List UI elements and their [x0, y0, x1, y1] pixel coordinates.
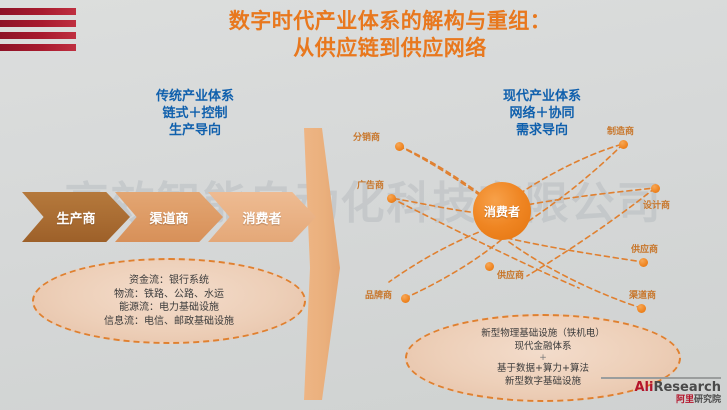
node-manufacturer: [619, 140, 628, 149]
right-column-heading: 现代产业体系 网络＋协同 需求导向: [452, 88, 632, 139]
decorative-bar: [0, 44, 76, 51]
left-infrastructure-ellipse: 资金流：银行系统 物流：铁路、公路、水运 能源流：电力基础设施 信息流：电信、邮…: [32, 258, 306, 344]
left-heading-line-3: 生产导向: [168, 123, 221, 138]
right-ellipse-line-5: 新型数字基础设施: [504, 375, 581, 387]
hub-label: 消费者: [483, 204, 520, 219]
title-line-1: 数字时代产业体系的解构与重组：: [228, 9, 552, 33]
node-label-advertiser: 广告商: [357, 181, 385, 191]
slide-title: 数字时代产业体系的解构与重组： 从供应链到供应网络: [110, 8, 670, 62]
decorative-bar: [0, 8, 76, 15]
logo-ali-text: Ali: [634, 380, 654, 395]
right-heading-line-1: 现代产业体系: [502, 89, 581, 104]
right-heading-line-2: 网络＋协同: [509, 106, 575, 121]
left-ellipse-line-1: 资金流：银行系统: [129, 275, 209, 286]
left-heading-line-2: 链式＋控制: [162, 106, 228, 121]
node-brand: [401, 294, 410, 303]
left-heading-line-1: 传统产业体系: [155, 89, 234, 104]
left-ellipse-line-3: 能源流：电力基础设施: [119, 302, 219, 313]
left-ellipse-line-4: 信息流：电信、邮政基础设施: [104, 315, 234, 327]
supply-chain-chevrons: 生产商 渠道商 消费者: [22, 192, 316, 242]
node-label-channel: 渠道商: [629, 291, 657, 301]
node-designer: [651, 184, 660, 193]
supply-network-graph: 消费者 分销商 制造商 广告商 设计商 供应商 供应商 渠道商 品牌商: [353, 122, 685, 322]
node-label-manufacturer: 制造商: [607, 127, 635, 137]
logo-cn-ali: 阿里: [675, 395, 694, 405]
chevron-label: 生产商: [56, 211, 96, 227]
chevron-label: 消费者: [242, 211, 282, 227]
right-infrastructure-ellipse: 新型物理基础设施（铁机电） 现代金融体系 + 基于数据+算力+算法 新型数字基础…: [405, 314, 681, 402]
logo-rule: [601, 377, 721, 379]
alireseach-logo: AliResearch 阿里研究院: [601, 377, 721, 406]
decorative-bar: [0, 32, 76, 39]
node-label-designer: 设计商: [643, 201, 671, 211]
node-label-supplier-right: 供应商: [631, 245, 659, 255]
right-ellipse-line-2: 现代金融体系: [514, 340, 572, 352]
left-column-heading: 传统产业体系 链式＋控制 生产导向: [105, 88, 285, 139]
logo-research-text: Research: [653, 380, 721, 395]
right-heading-line-3: 需求导向: [515, 123, 568, 138]
chevron-consumer: 消费者: [208, 192, 316, 242]
chevron-producer: 生产商: [22, 192, 130, 242]
node-label-brand: 品牌商: [365, 291, 393, 301]
hub-node-consumer: 消费者: [473, 182, 531, 240]
left-ellipse-line-2: 物流：铁路、公路、水运: [114, 288, 224, 300]
node-advertiser: [387, 194, 396, 203]
decorative-bar: [0, 20, 76, 27]
node-label-distributor: 分销商: [353, 133, 381, 143]
logo-cn-research: 研究院: [693, 395, 721, 405]
right-ellipse-line-4: 基于数据+算力+算法: [497, 363, 589, 374]
node-distributor: [395, 142, 404, 151]
chevron-label: 渠道商: [149, 211, 189, 227]
title-line-2: 从供应链到供应网络: [293, 36, 487, 60]
right-ellipse-plus: +: [539, 353, 547, 363]
node-channel: [637, 304, 646, 313]
node-supplier-bottom: [485, 262, 494, 271]
node-label-supplier-bottom: 供应商: [497, 271, 525, 281]
node-supplier-right: [639, 258, 648, 267]
right-ellipse-line-1: 新型物理基础设施（铁机电）: [481, 328, 605, 339]
decorative-bars: [0, 8, 76, 52]
chevron-channel: 渠道商: [115, 192, 223, 242]
